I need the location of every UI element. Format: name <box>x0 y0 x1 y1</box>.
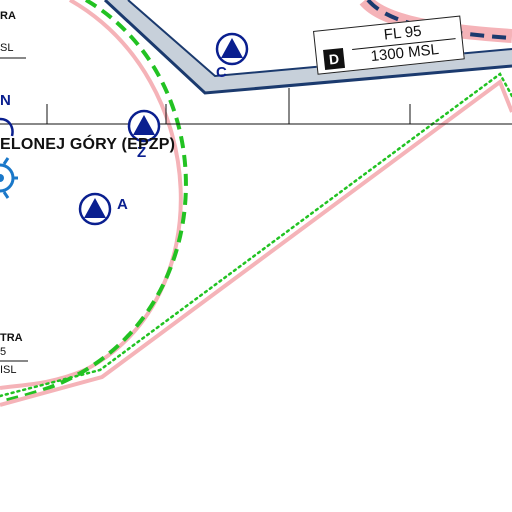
airspace-sector-boundary <box>0 72 512 407</box>
reporting-point-a-label: A <box>117 196 128 213</box>
compass-north-label: N <box>0 92 11 109</box>
zone-name-fragment-bottom: TRA <box>0 332 23 344</box>
reporting-point-z-label: Z <box>137 144 147 161</box>
airspace-class-badge: D <box>323 47 346 70</box>
navaid-icon[interactable] <box>0 157 18 199</box>
zone-lower-fragment-bottom: ISL <box>0 364 17 376</box>
latitude-line <box>0 88 512 125</box>
zone-name-fragment-top: RA <box>0 10 16 22</box>
airport-name-label: ELONEJ GÓRY (EPZP) <box>0 136 176 153</box>
zone-lower-fragment-top: SL <box>0 42 14 54</box>
circular-zone <box>0 0 188 404</box>
reporting-point-c-label: C <box>216 64 227 81</box>
compass-north-marker <box>0 117 14 137</box>
reporting-point-z-icon[interactable] <box>127 109 161 143</box>
reporting-point-c-icon[interactable] <box>215 32 249 66</box>
reporting-point-a-icon[interactable] <box>78 192 112 226</box>
zone-upper-fragment-bottom: 5 <box>0 346 7 358</box>
